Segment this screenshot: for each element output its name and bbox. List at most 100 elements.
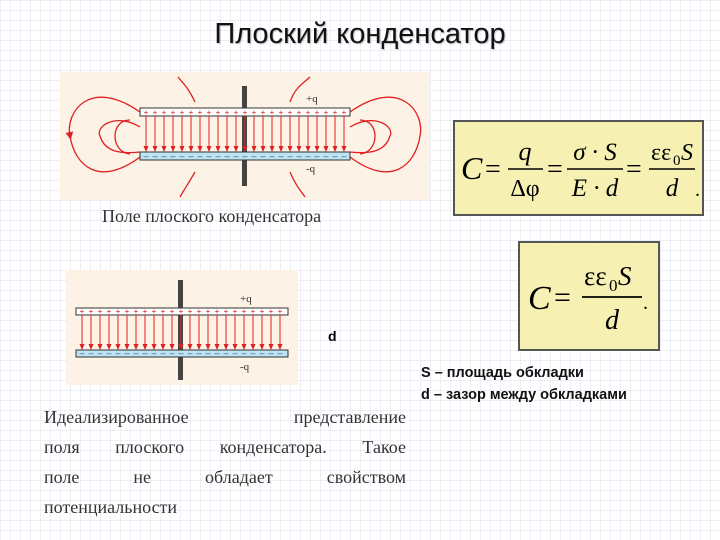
plus-sign: + <box>162 108 167 117</box>
definition-d: d – зазор между обкладками <box>421 387 627 403</box>
field-arrowhead <box>341 146 347 152</box>
field-arrowhead <box>115 344 121 350</box>
minus-sign: – <box>170 151 175 161</box>
minus-sign: – <box>277 348 282 358</box>
minus-sign: – <box>241 348 246 358</box>
plus-sign: + <box>180 108 185 117</box>
field-arrowhead <box>169 344 175 350</box>
formula-end: . <box>695 179 700 201</box>
field-arrowhead <box>160 344 166 350</box>
formula-eq: = <box>626 154 642 185</box>
fringe-field-lines <box>65 76 422 198</box>
plus-sign: + <box>252 108 257 117</box>
minus-q-label: -q <box>306 163 316 175</box>
field-arrowhead <box>197 146 203 152</box>
field-arrowhead <box>241 344 247 350</box>
plus-sign: + <box>198 108 203 117</box>
minus-sign: – <box>197 151 202 161</box>
field-arrowhead <box>232 344 238 350</box>
minus-sign: – <box>323 151 328 161</box>
plus-sign: + <box>216 108 221 117</box>
numerator-sub: 0 <box>609 276 618 295</box>
minus-sign: – <box>223 348 228 358</box>
plus-sign: + <box>152 307 157 316</box>
field-arrowhead <box>260 146 266 152</box>
capacitor-field-svg: +–+–+–+–+–+–+–+–+–+–+–+–+–+–+–+–+–+–+–+–… <box>65 76 422 198</box>
formula-eq: = <box>554 281 571 314</box>
uniform-field-lines: +–+–+–+–+–+–+–+–+–+–+–+–+–+–+–+–+–+–+–+–… <box>143 108 346 161</box>
plus-sign: + <box>243 108 248 117</box>
minus-sign: – <box>97 348 102 358</box>
minus-sign: – <box>224 151 229 161</box>
minus-sign: – <box>205 348 210 358</box>
minus-sign: – <box>151 348 156 358</box>
field-arrowhead <box>224 146 230 152</box>
field-arrowhead <box>97 344 103 350</box>
minus-sign: – <box>341 151 346 161</box>
numerator-eps: εε <box>584 261 607 291</box>
field-arrowhead <box>106 344 112 350</box>
plus-sign: + <box>260 307 265 316</box>
diagram2-caption: Идеализированное представление поля плос… <box>44 402 406 522</box>
fraction3-denominator: d <box>666 175 679 202</box>
minus-sign: – <box>179 151 184 161</box>
minus-sign: – <box>305 151 310 161</box>
capacitance-simple-formula-box: C = εε 0 S d . <box>518 241 660 351</box>
plus-sign: + <box>197 307 202 316</box>
field-arrowhead <box>223 344 229 350</box>
plus-sign: + <box>278 307 283 316</box>
capacitance-formula-box: C = q Δφ = σ · S E · d = εε 0 S d . <box>453 120 704 216</box>
field-arrowhead <box>305 146 311 152</box>
field-arrowhead <box>143 146 149 152</box>
plus-sign: + <box>206 307 211 316</box>
plus-sign: + <box>188 307 193 316</box>
minus-sign: – <box>268 348 273 358</box>
field-arrowhead <box>250 344 256 350</box>
page-title: Плоский конденсатор <box>214 18 506 50</box>
field-arrowhead <box>277 344 283 350</box>
field-arrowhead <box>233 146 239 152</box>
field-arrowhead <box>187 344 193 350</box>
plus-sign: + <box>269 307 274 316</box>
minus-q-label: -q <box>240 361 250 373</box>
field-arrowhead <box>206 146 212 152</box>
minus-sign: – <box>215 151 220 161</box>
fraction1-denominator: Δφ <box>510 176 539 202</box>
field-arrowhead <box>179 146 185 152</box>
minus-sign: – <box>79 348 84 358</box>
field-arrowhead <box>296 146 302 152</box>
caption-line: поле не обладает свойством <box>44 467 406 487</box>
field-arrowhead <box>259 344 265 350</box>
field-arrowhead <box>161 146 167 152</box>
field-arrowhead <box>196 344 202 350</box>
caption-line: потенциальности <box>44 497 178 517</box>
numerator-s: S <box>618 261 632 291</box>
minus-sign: – <box>250 348 255 358</box>
uniform-field-lines: +–+–+–+–+–+–+–+–+–+–+–+–+–+–+–+–+–+–+–+–… <box>79 307 282 358</box>
minus-sign: – <box>269 151 274 161</box>
caption-line: Идеализированное представление <box>44 407 406 427</box>
minus-sign: – <box>161 151 166 161</box>
formula-eq: = <box>485 154 501 185</box>
plus-sign: + <box>297 108 302 117</box>
plus-sign: + <box>80 307 85 316</box>
plus-sign: + <box>234 108 239 117</box>
minus-sign: – <box>259 348 264 358</box>
d-label: d <box>328 328 337 344</box>
field-arrowhead <box>79 344 85 350</box>
formula-lhs: C <box>528 280 551 317</box>
plus-sign: + <box>233 307 238 316</box>
field-arrowhead <box>323 146 329 152</box>
plus-sign: + <box>170 307 175 316</box>
plus-sign: + <box>342 108 347 117</box>
plus-sign: + <box>279 108 284 117</box>
field-arrowhead <box>278 146 284 152</box>
field-arrowhead <box>205 344 211 350</box>
plus-sign: + <box>242 307 247 316</box>
plus-sign: + <box>179 307 184 316</box>
plus-sign: + <box>261 108 266 117</box>
caption-line: поля плоского конденсатора. Такое <box>44 437 406 457</box>
minus-sign: – <box>251 151 256 161</box>
plus-sign: + <box>251 307 256 316</box>
field-arrowhead <box>133 344 139 350</box>
